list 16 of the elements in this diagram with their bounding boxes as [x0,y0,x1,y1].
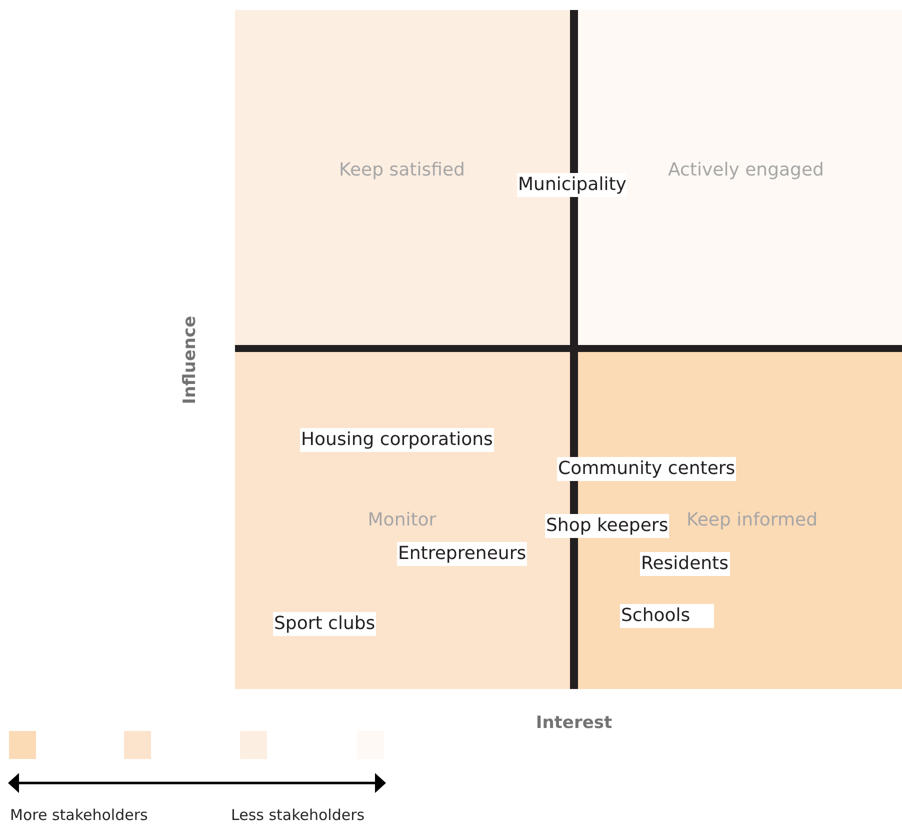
scale-end-label: More stakeholders [10,806,148,824]
stakeholder-label: Schools [620,604,714,628]
quadrant-label: Actively engaged [668,160,824,180]
quadrant-label: Keep satisfied [339,160,465,180]
quadrant-label: Monitor [368,510,436,530]
axis-title: Influence [180,316,200,404]
quadrant-label: Keep informed [686,510,818,530]
stakeholder-label: Residents [640,552,730,576]
stakeholder-label: Shop keepers [545,514,670,538]
stakeholder-label: Housing corporations [300,428,494,452]
stakeholder-label: Entrepreneurs [397,542,528,566]
scale-end-label: Less stakeholders [231,806,365,824]
stakeholder-label: Community centers [557,457,736,481]
stakeholder-label: Municipality [517,173,628,197]
axis-title: Interest [536,713,612,733]
stakeholder-label: Sport clubs [273,612,376,636]
